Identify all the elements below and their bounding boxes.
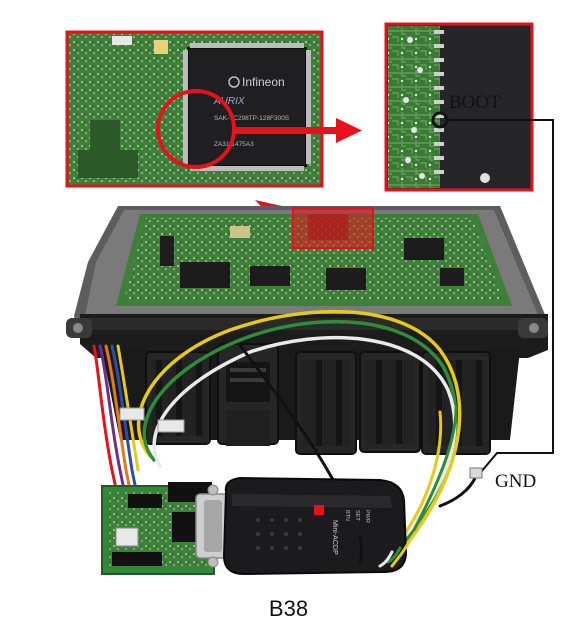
infineon-logo-icon — [228, 76, 240, 88]
device-btn-label-3: PWR — [364, 510, 370, 523]
db-connector — [195, 484, 231, 568]
device-btn-label-2: SET — [354, 510, 360, 521]
chip-pins-left — [183, 50, 188, 164]
device-wire-ends — [358, 534, 412, 568]
boot-to-gnd-line — [447, 119, 554, 479]
chip-brand: Infineon — [242, 75, 285, 89]
chip-pins-top — [190, 43, 304, 48]
device-btn-label-1: BTN — [344, 510, 350, 521]
gnd-label: GND — [495, 471, 536, 492]
smd-label — [112, 36, 132, 45]
model-caption: B38 — [268, 596, 309, 621]
chip-marking-2: ZA31 1475A3 — [214, 141, 254, 148]
device-name-text: Mini-ACDP — [331, 520, 338, 555]
chip-pins-right — [306, 50, 311, 164]
boot-label: BOOT — [449, 92, 501, 113]
wire-harness — [92, 309, 483, 554]
device-logo-icon — [314, 505, 324, 515]
mini-acdp-device: Mini-ACDP BTN SET PWR — [222, 476, 408, 576]
chip-marking-1: SAK-TC298TP-128F300S — [214, 115, 290, 122]
chip-family: AURIX — [213, 96, 245, 107]
chip-closeup-inset: Infineon AURIX SAK-TC298TP-128F300S ZA31… — [65, 30, 324, 188]
device-vent-holes — [256, 518, 302, 550]
chip-pin-row — [434, 30, 444, 174]
zoom-arrow-right — [233, 118, 362, 143]
qr-sticker — [154, 40, 168, 54]
chip-pins-bottom — [190, 166, 304, 171]
boot-pin-inset: BOOT — [384, 22, 534, 192]
ecu-unit — [66, 206, 548, 455]
infineon-chip — [187, 47, 307, 167]
